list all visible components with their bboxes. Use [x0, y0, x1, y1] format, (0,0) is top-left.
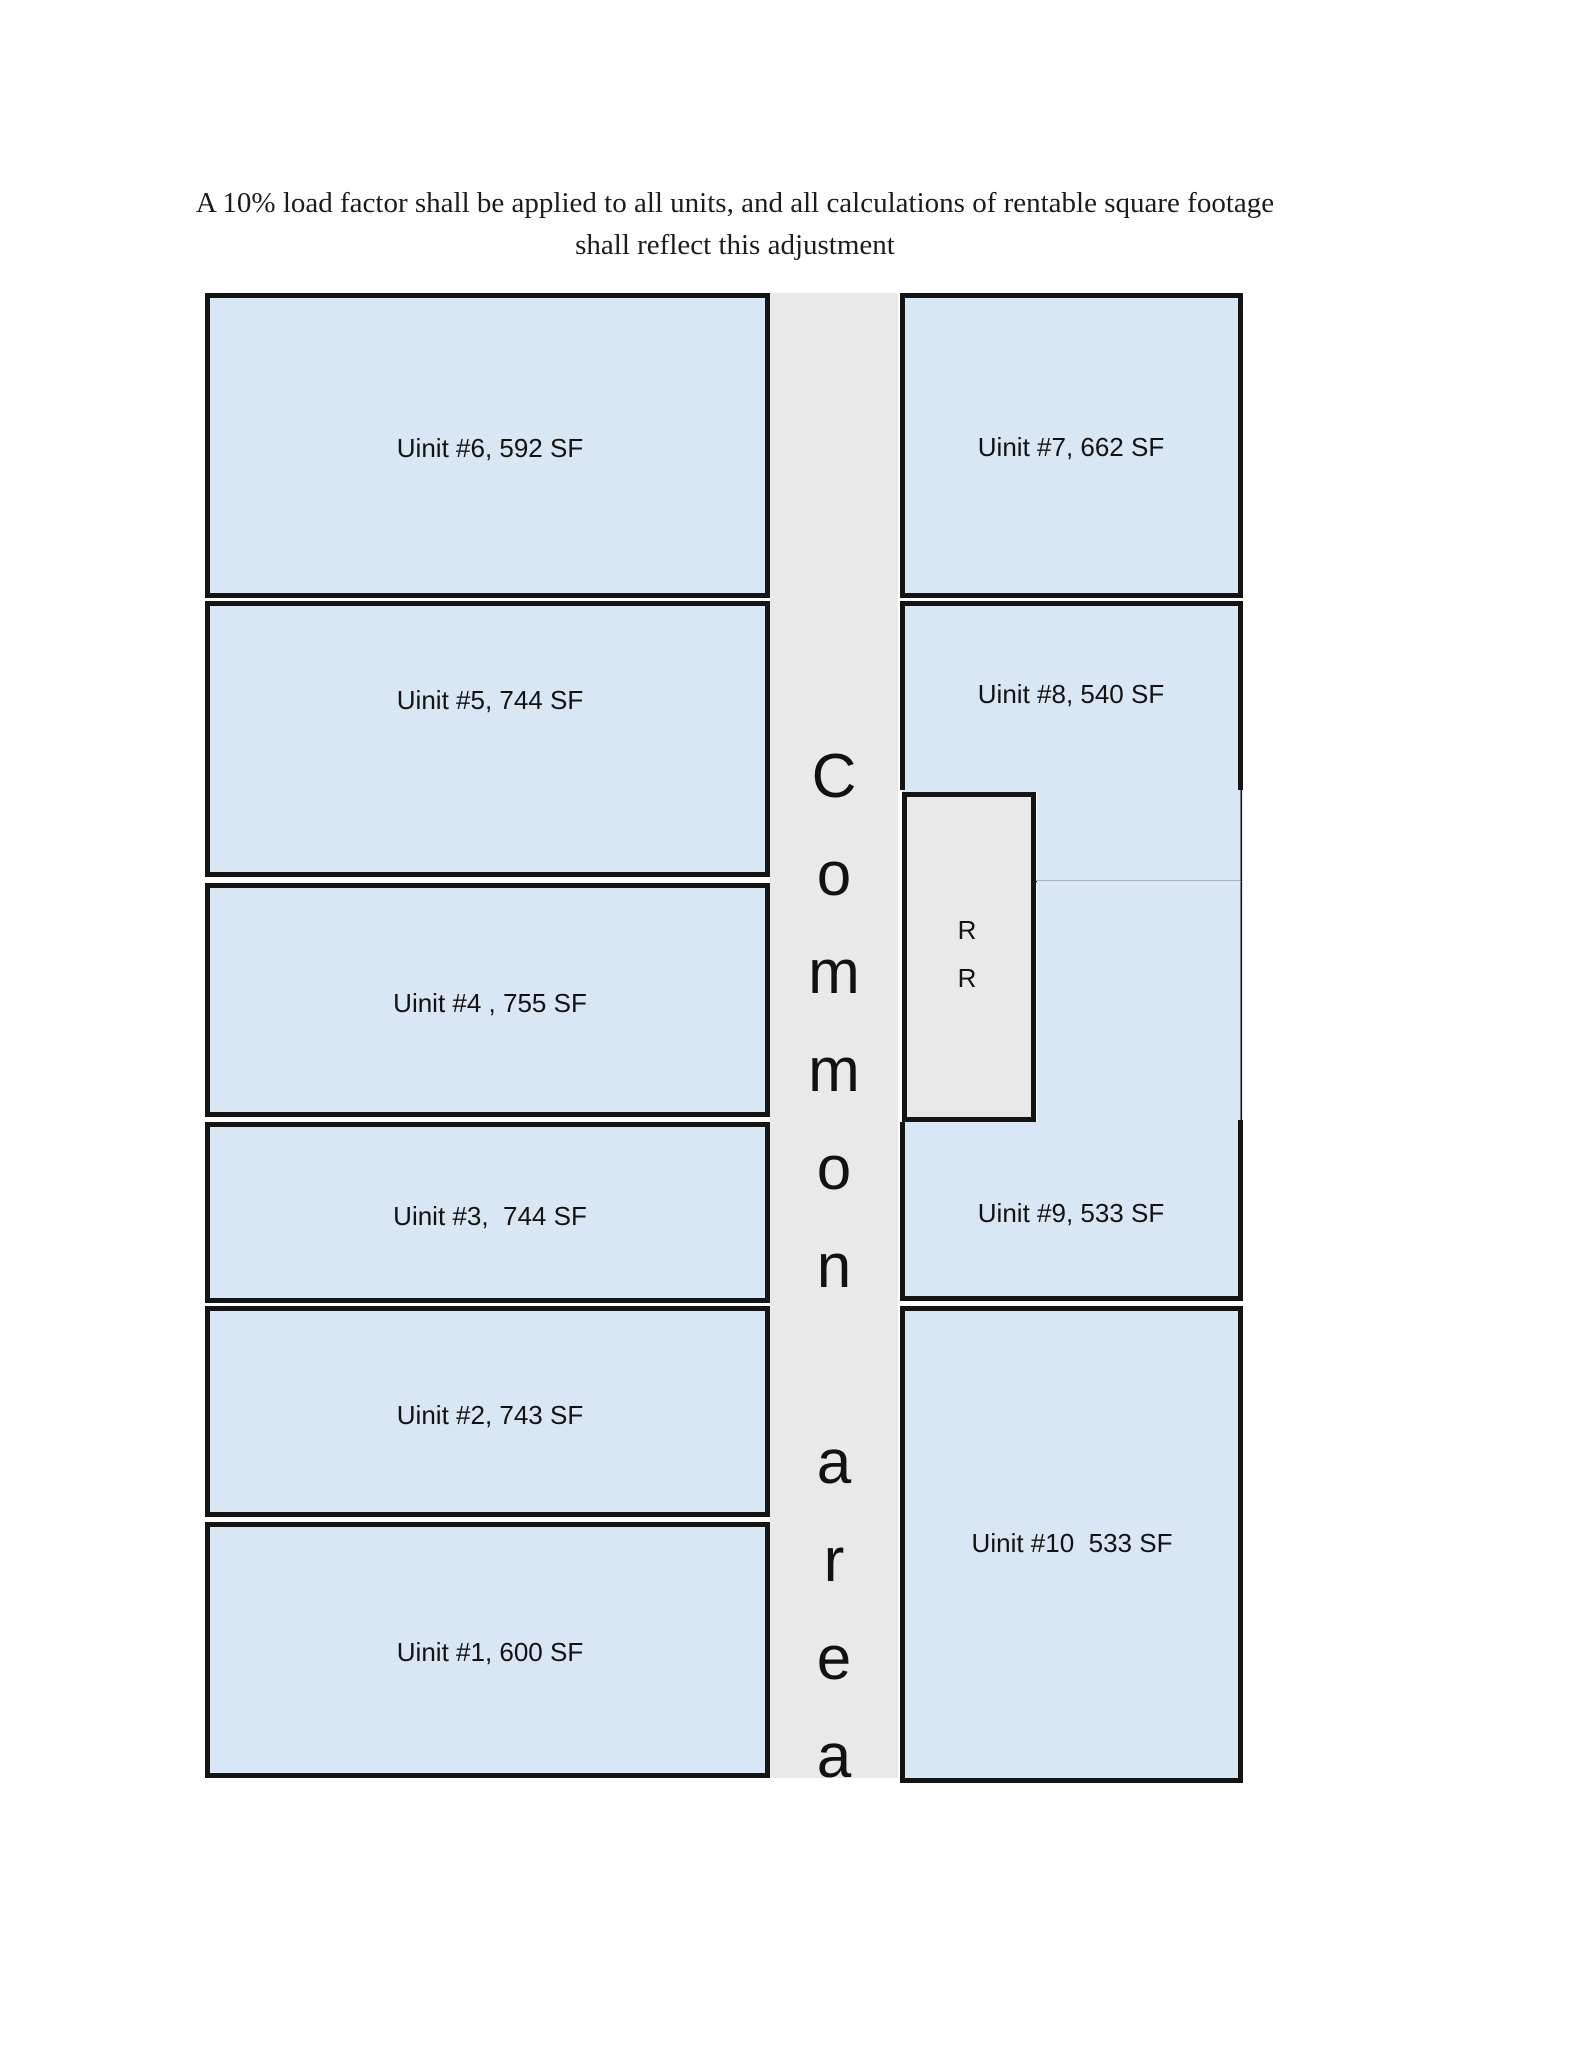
unit-8-label: Uinit #8, 540 SF	[977, 678, 1165, 709]
unit-7-label: Uinit #7, 662 SF	[977, 431, 1165, 462]
unit-10-room	[900, 1306, 1243, 1783]
load-factor-note-line-1: A 10% load factor shall be applied to al…	[195, 187, 1275, 219]
unit-2-room	[205, 1306, 770, 1517]
unit-6-label: Uinit #6, 592 SF	[396, 432, 584, 463]
restroom-label: R R	[957, 915, 977, 993]
load-factor-note-line-2: shall reflect this adjustment	[575, 229, 895, 261]
unit-8-room	[902, 603, 1241, 881]
unit-1-label: Uinit #1, 600 SF	[396, 1636, 584, 1667]
common-area-label: C o m m o n a r e a	[808, 742, 860, 1791]
unit-5-label: Uinit #5, 744 SF	[396, 684, 584, 715]
unit-9-room	[902, 881, 1241, 1301]
unit-1-room	[205, 1522, 770, 1778]
unit-6-room	[205, 293, 770, 598]
unit-10-label: Uinit #10 533 SF	[971, 1527, 1173, 1558]
load-factor-note: A 10% load factor shall be applied to al…	[0, 182, 1470, 266]
unit-9-border	[900, 1120, 1243, 1301]
unit-4-room	[205, 883, 770, 1117]
restroom-room	[902, 792, 1036, 1122]
unit-2-label: Uinit #2, 743 SF	[396, 1399, 584, 1430]
unit-8-border	[900, 601, 1243, 790]
unit-7-room	[900, 293, 1243, 598]
unit-5-room	[205, 601, 770, 877]
common-area-strip	[770, 293, 898, 1778]
unit-9-label: Uinit #9, 533 SF	[977, 1197, 1165, 1228]
unit-3-label: Uinit #3, 744 SF	[393, 1200, 587, 1231]
unit-3-room	[205, 1122, 770, 1303]
unit-4-label: Uinit #4 , 755 SF	[393, 987, 587, 1018]
